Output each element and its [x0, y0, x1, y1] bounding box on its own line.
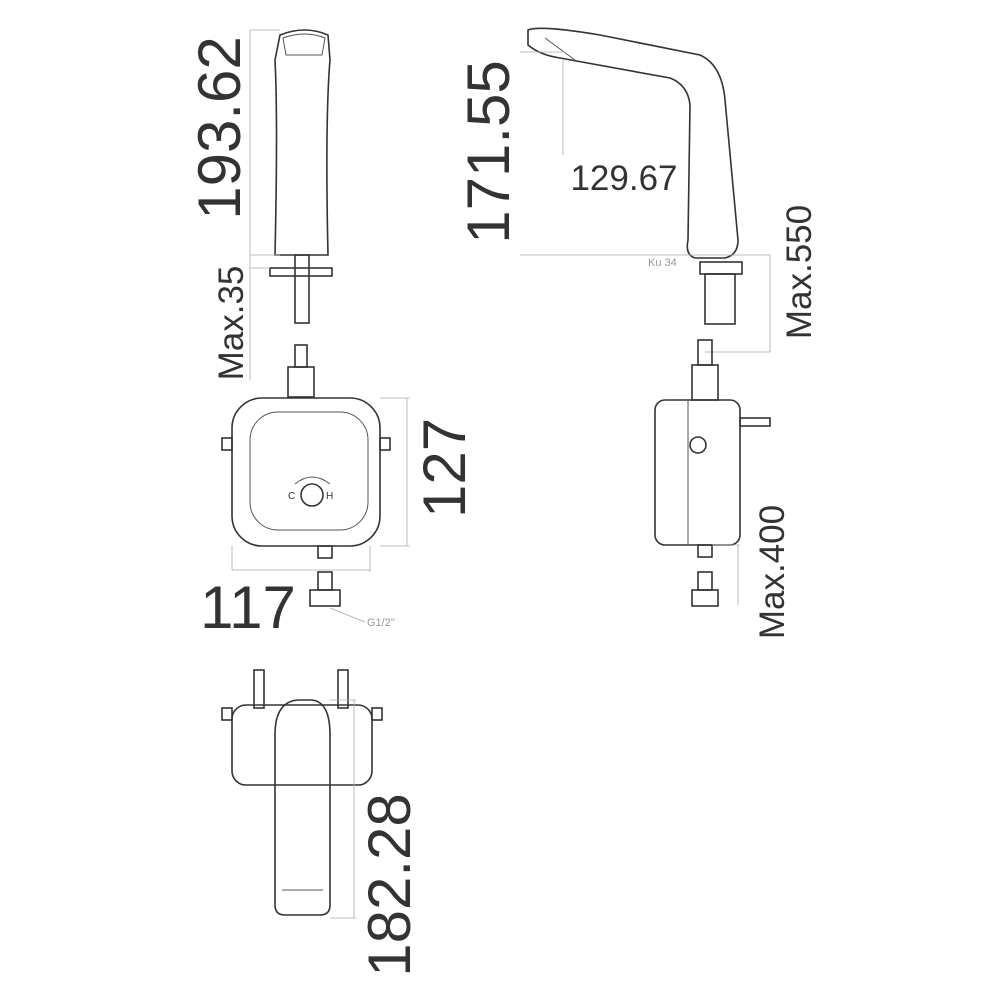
thread-label: G1/2"	[367, 617, 395, 629]
top-view	[221, 669, 383, 919]
side-control-box	[654, 339, 771, 607]
hot-label: H	[326, 491, 333, 502]
dim-max-550: Max.550	[780, 205, 819, 339]
dim-box-height: 127	[411, 418, 478, 518]
dim-max-400: Max.400	[753, 505, 792, 639]
dim-front-height: 193.62	[186, 36, 253, 220]
side-view-faucet: Ku 34	[520, 27, 771, 353]
dim-box-width: 117	[200, 574, 296, 641]
cold-label: C	[288, 491, 295, 502]
dim-spout-reach: 129.67	[570, 159, 677, 198]
dim-top-depth: 182.28	[356, 793, 423, 977]
dim-side-height: 171.55	[455, 60, 522, 244]
svg-text:Ku 34: Ku 34	[648, 257, 677, 269]
dim-max-35: Max.35	[212, 266, 251, 381]
front-control-box: C H G1/2"	[221, 344, 410, 629]
front-view-faucet	[249, 29, 333, 380]
